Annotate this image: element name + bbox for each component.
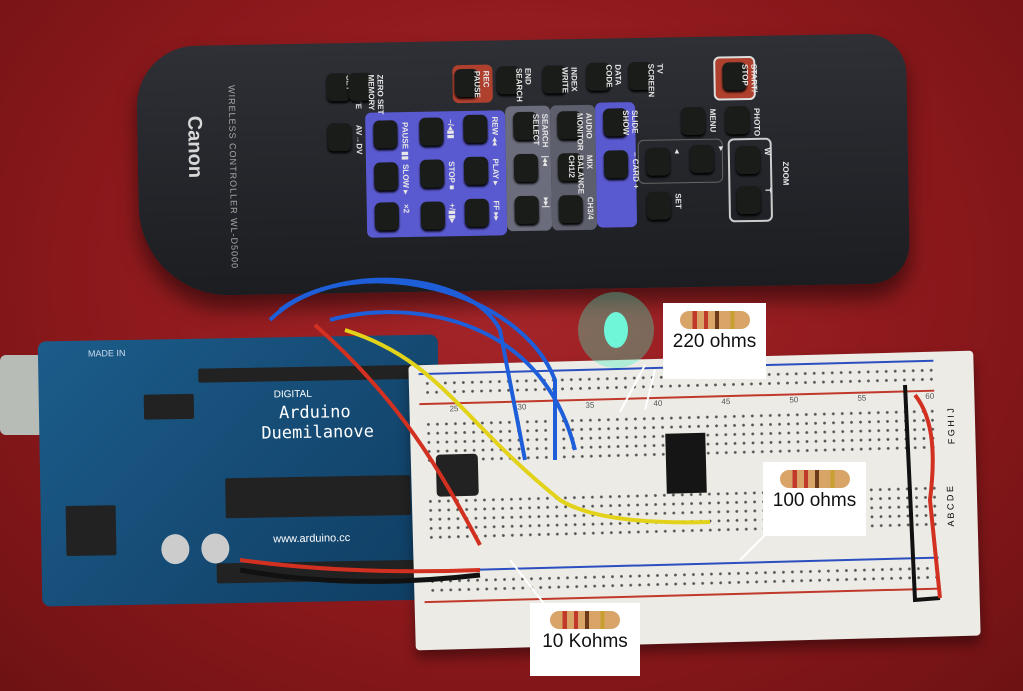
pointer-line — [509, 559, 546, 606]
black-wire — [239, 567, 481, 584]
yellow-wire — [344, 328, 711, 525]
label-220-ohms: 220 ohms — [672, 331, 757, 352]
red-wire — [313, 323, 482, 546]
label-100-ohms: 100 ohms — [772, 490, 857, 511]
callout-100-ohms: 100 ohms — [763, 462, 866, 536]
red-wire — [913, 393, 942, 599]
blue-wire — [278, 279, 557, 460]
resistor-icon — [679, 311, 750, 329]
red-wire — [239, 558, 481, 574]
resistor-icon — [550, 611, 620, 629]
pointer-line — [644, 369, 656, 411]
blue-wire — [329, 310, 577, 451]
green-led — [604, 312, 628, 348]
callout-10-kohms: 10 Kohms — [530, 603, 640, 676]
resistor-icon — [779, 470, 850, 488]
black-wire — [903, 384, 941, 603]
label-10-kohms: 10 Kohms — [542, 631, 628, 652]
callout-220-ohms: 220 ohms — [663, 303, 766, 379]
pointer-line — [619, 364, 646, 413]
